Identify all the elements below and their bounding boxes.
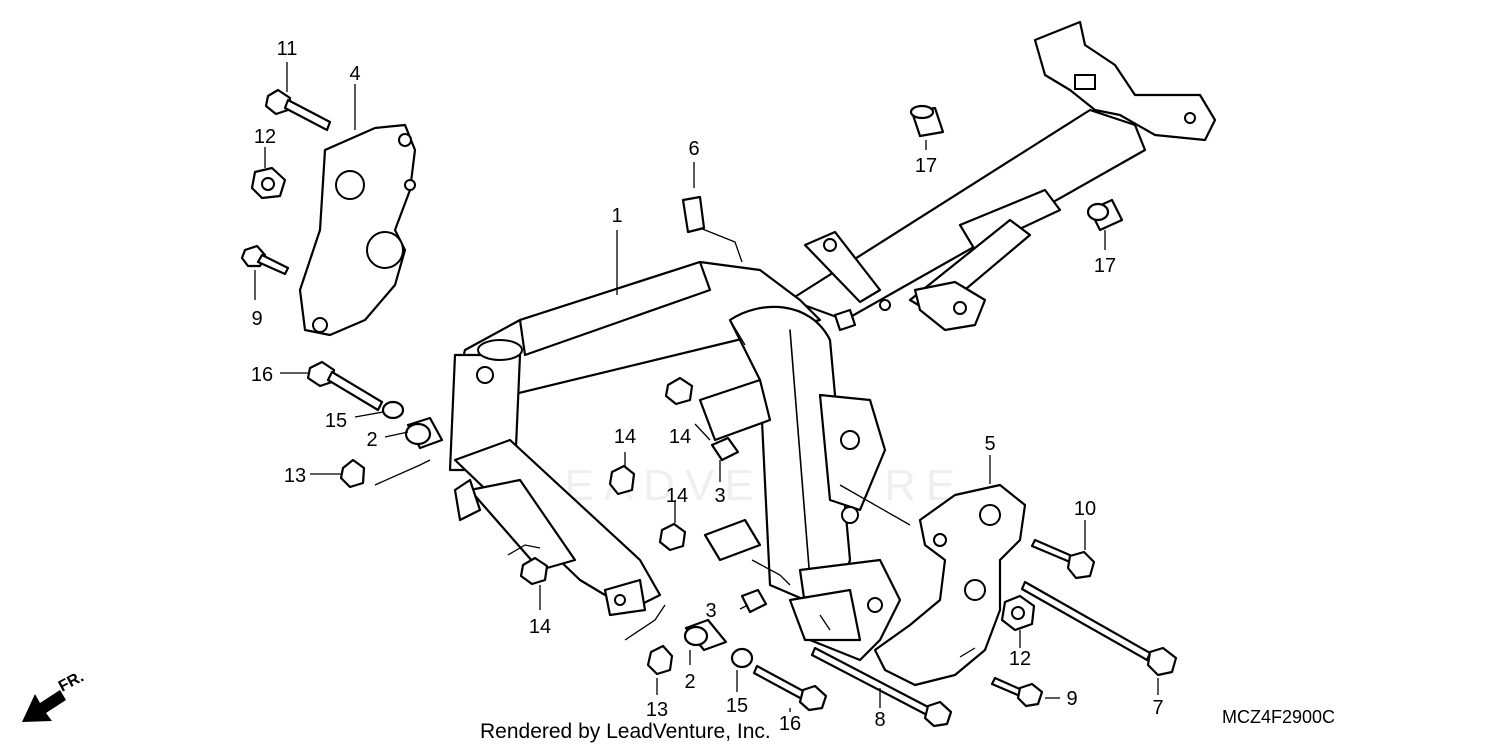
callout-3-lower: 3 [705, 600, 716, 622]
nut-14-c[interactable] [658, 522, 687, 552]
clip-6[interactable] [681, 195, 706, 234]
nut-12-upper[interactable] [250, 166, 287, 200]
leader-lines [254, 62, 1159, 712]
dowel-3-lower[interactable] [740, 588, 768, 614]
callout-14-c: 14 [666, 485, 688, 507]
render-credit: Rendered by LeadVenture, Inc. [480, 720, 771, 743]
washer-15-upper[interactable] [381, 400, 405, 420]
callout-7: 7 [1152, 697, 1163, 719]
collar-2-upper[interactable] [404, 416, 444, 450]
callout-15-upper: 15 [325, 410, 347, 432]
callout-1: 1 [611, 205, 622, 227]
callout-2-upper: 2 [366, 429, 377, 451]
bolt-7[interactable] [1020, 580, 1178, 677]
nut-14-a[interactable] [608, 464, 636, 496]
bolt-8[interactable] [810, 646, 953, 728]
bolt-9-upper[interactable] [240, 244, 290, 276]
callout-2-lower: 2 [684, 671, 695, 693]
cap-17-upper[interactable] [909, 104, 945, 138]
dowel-3-upper[interactable] [710, 436, 740, 462]
callout-12-lower: 12 [1009, 648, 1031, 670]
diagram-code: MCZ4F2900C [1222, 707, 1335, 727]
bolt-10[interactable] [1030, 538, 1096, 580]
callout-16-upper: 16 [251, 364, 273, 386]
callout-17-upper: 17 [915, 155, 937, 177]
cap-17-lower[interactable] [1086, 198, 1124, 232]
callout-8: 8 [874, 709, 885, 731]
nut-14-b[interactable] [664, 376, 694, 406]
callout-9-lower: 9 [1066, 688, 1077, 710]
callout-labels: 11 4 12 9 16 15 2 13 1 6 14 14 14 14 3 3… [251, 38, 1164, 735]
front-arrow-icon [22, 690, 66, 722]
callout-14-a: 14 [614, 426, 636, 448]
engine-hanger-left[interactable] [298, 123, 417, 337]
bolt-11[interactable] [264, 88, 332, 132]
watermark-text: LEADVENTURE [530, 461, 965, 510]
bolt-16-upper[interactable] [306, 360, 384, 412]
bolt-16-lower[interactable] [752, 664, 828, 712]
front-direction-indicator: FR. [22, 668, 87, 722]
main-frame[interactable] [448, 20, 1217, 662]
callout-16-lower: 16 [779, 713, 801, 735]
nut-12-lower[interactable] [1000, 594, 1036, 632]
callout-14-b: 14 [669, 426, 691, 448]
callout-17-lower: 17 [1094, 255, 1116, 277]
nut-13-upper[interactable] [339, 458, 366, 489]
callout-3-upper: 3 [714, 485, 725, 507]
nut-14-d[interactable] [519, 556, 549, 586]
washer-15-lower[interactable] [730, 647, 754, 669]
callout-10: 10 [1074, 498, 1096, 520]
callout-6: 6 [688, 138, 699, 160]
nut-13-lower[interactable] [646, 644, 674, 676]
callout-13-lower: 13 [646, 699, 668, 721]
callout-13-upper: 13 [284, 465, 306, 487]
callout-11: 11 [277, 38, 298, 60]
collar-2-lower[interactable] [683, 618, 728, 652]
callout-9-upper: 9 [251, 308, 262, 330]
engine-hanger-right[interactable] [873, 483, 1027, 687]
callout-15-lower: 15 [726, 695, 748, 717]
callout-4: 4 [349, 63, 360, 85]
callout-5: 5 [984, 433, 995, 455]
callout-14-d: 14 [529, 616, 551, 638]
callout-12-upper: 12 [254, 126, 276, 148]
bolt-9-lower[interactable] [990, 676, 1044, 708]
